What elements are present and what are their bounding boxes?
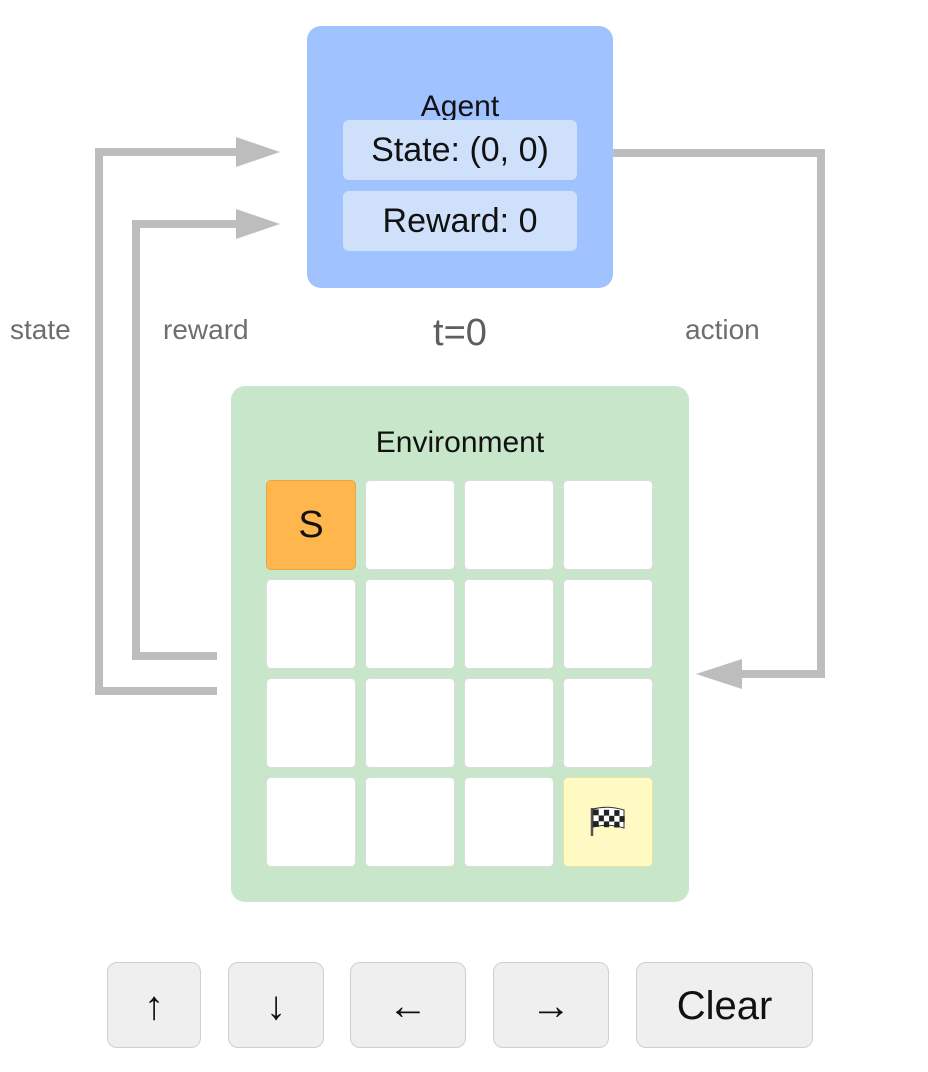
- grid-cell: [563, 678, 653, 768]
- environment-box: Environment S: [231, 386, 689, 902]
- grid-cell: [365, 678, 455, 768]
- move-down-button[interactable]: ↓: [228, 962, 324, 1048]
- agent-state-display: State: (0, 0): [343, 120, 577, 180]
- grid-cell: [563, 579, 653, 669]
- move-right-button[interactable]: →: [493, 962, 609, 1048]
- agent-box: Agent State: (0, 0) Reward: 0: [307, 26, 613, 288]
- reward-arrow-head: [236, 209, 280, 239]
- grid-cell: [365, 777, 455, 867]
- timestep-label: t=0: [433, 312, 487, 354]
- start-cell: S: [266, 480, 356, 570]
- agent-reward-display: Reward: 0: [343, 191, 577, 251]
- grid-cell: [464, 480, 554, 570]
- state-arrow: [95, 148, 240, 695]
- grid-cell: [266, 579, 356, 669]
- grid-cell: [365, 480, 455, 570]
- move-up-button[interactable]: ↑: [107, 962, 201, 1048]
- reward-label: reward: [163, 314, 249, 345]
- gridworld: S: [266, 480, 656, 870]
- action-label: action: [685, 314, 760, 345]
- move-left-button[interactable]: ←: [350, 962, 466, 1048]
- checkered-flag-icon: [590, 806, 625, 836]
- grid-cell: [266, 678, 356, 768]
- grid-cell: [464, 678, 554, 768]
- agent-title: Agent: [420, 90, 500, 123]
- grid-cell: [464, 579, 554, 669]
- reward-arrow: [132, 220, 240, 660]
- state-label: state: [10, 314, 71, 345]
- grid-cell: [266, 777, 356, 867]
- state-arrow-head: [236, 137, 280, 167]
- grid-cell: [563, 480, 653, 570]
- environment-title: Environment: [375, 426, 545, 459]
- goal-cell: [563, 777, 653, 867]
- action-arrow-head: [696, 659, 742, 689]
- grid-cell: [464, 777, 554, 867]
- clear-button[interactable]: Clear: [636, 962, 813, 1048]
- grid-cell: [365, 579, 455, 669]
